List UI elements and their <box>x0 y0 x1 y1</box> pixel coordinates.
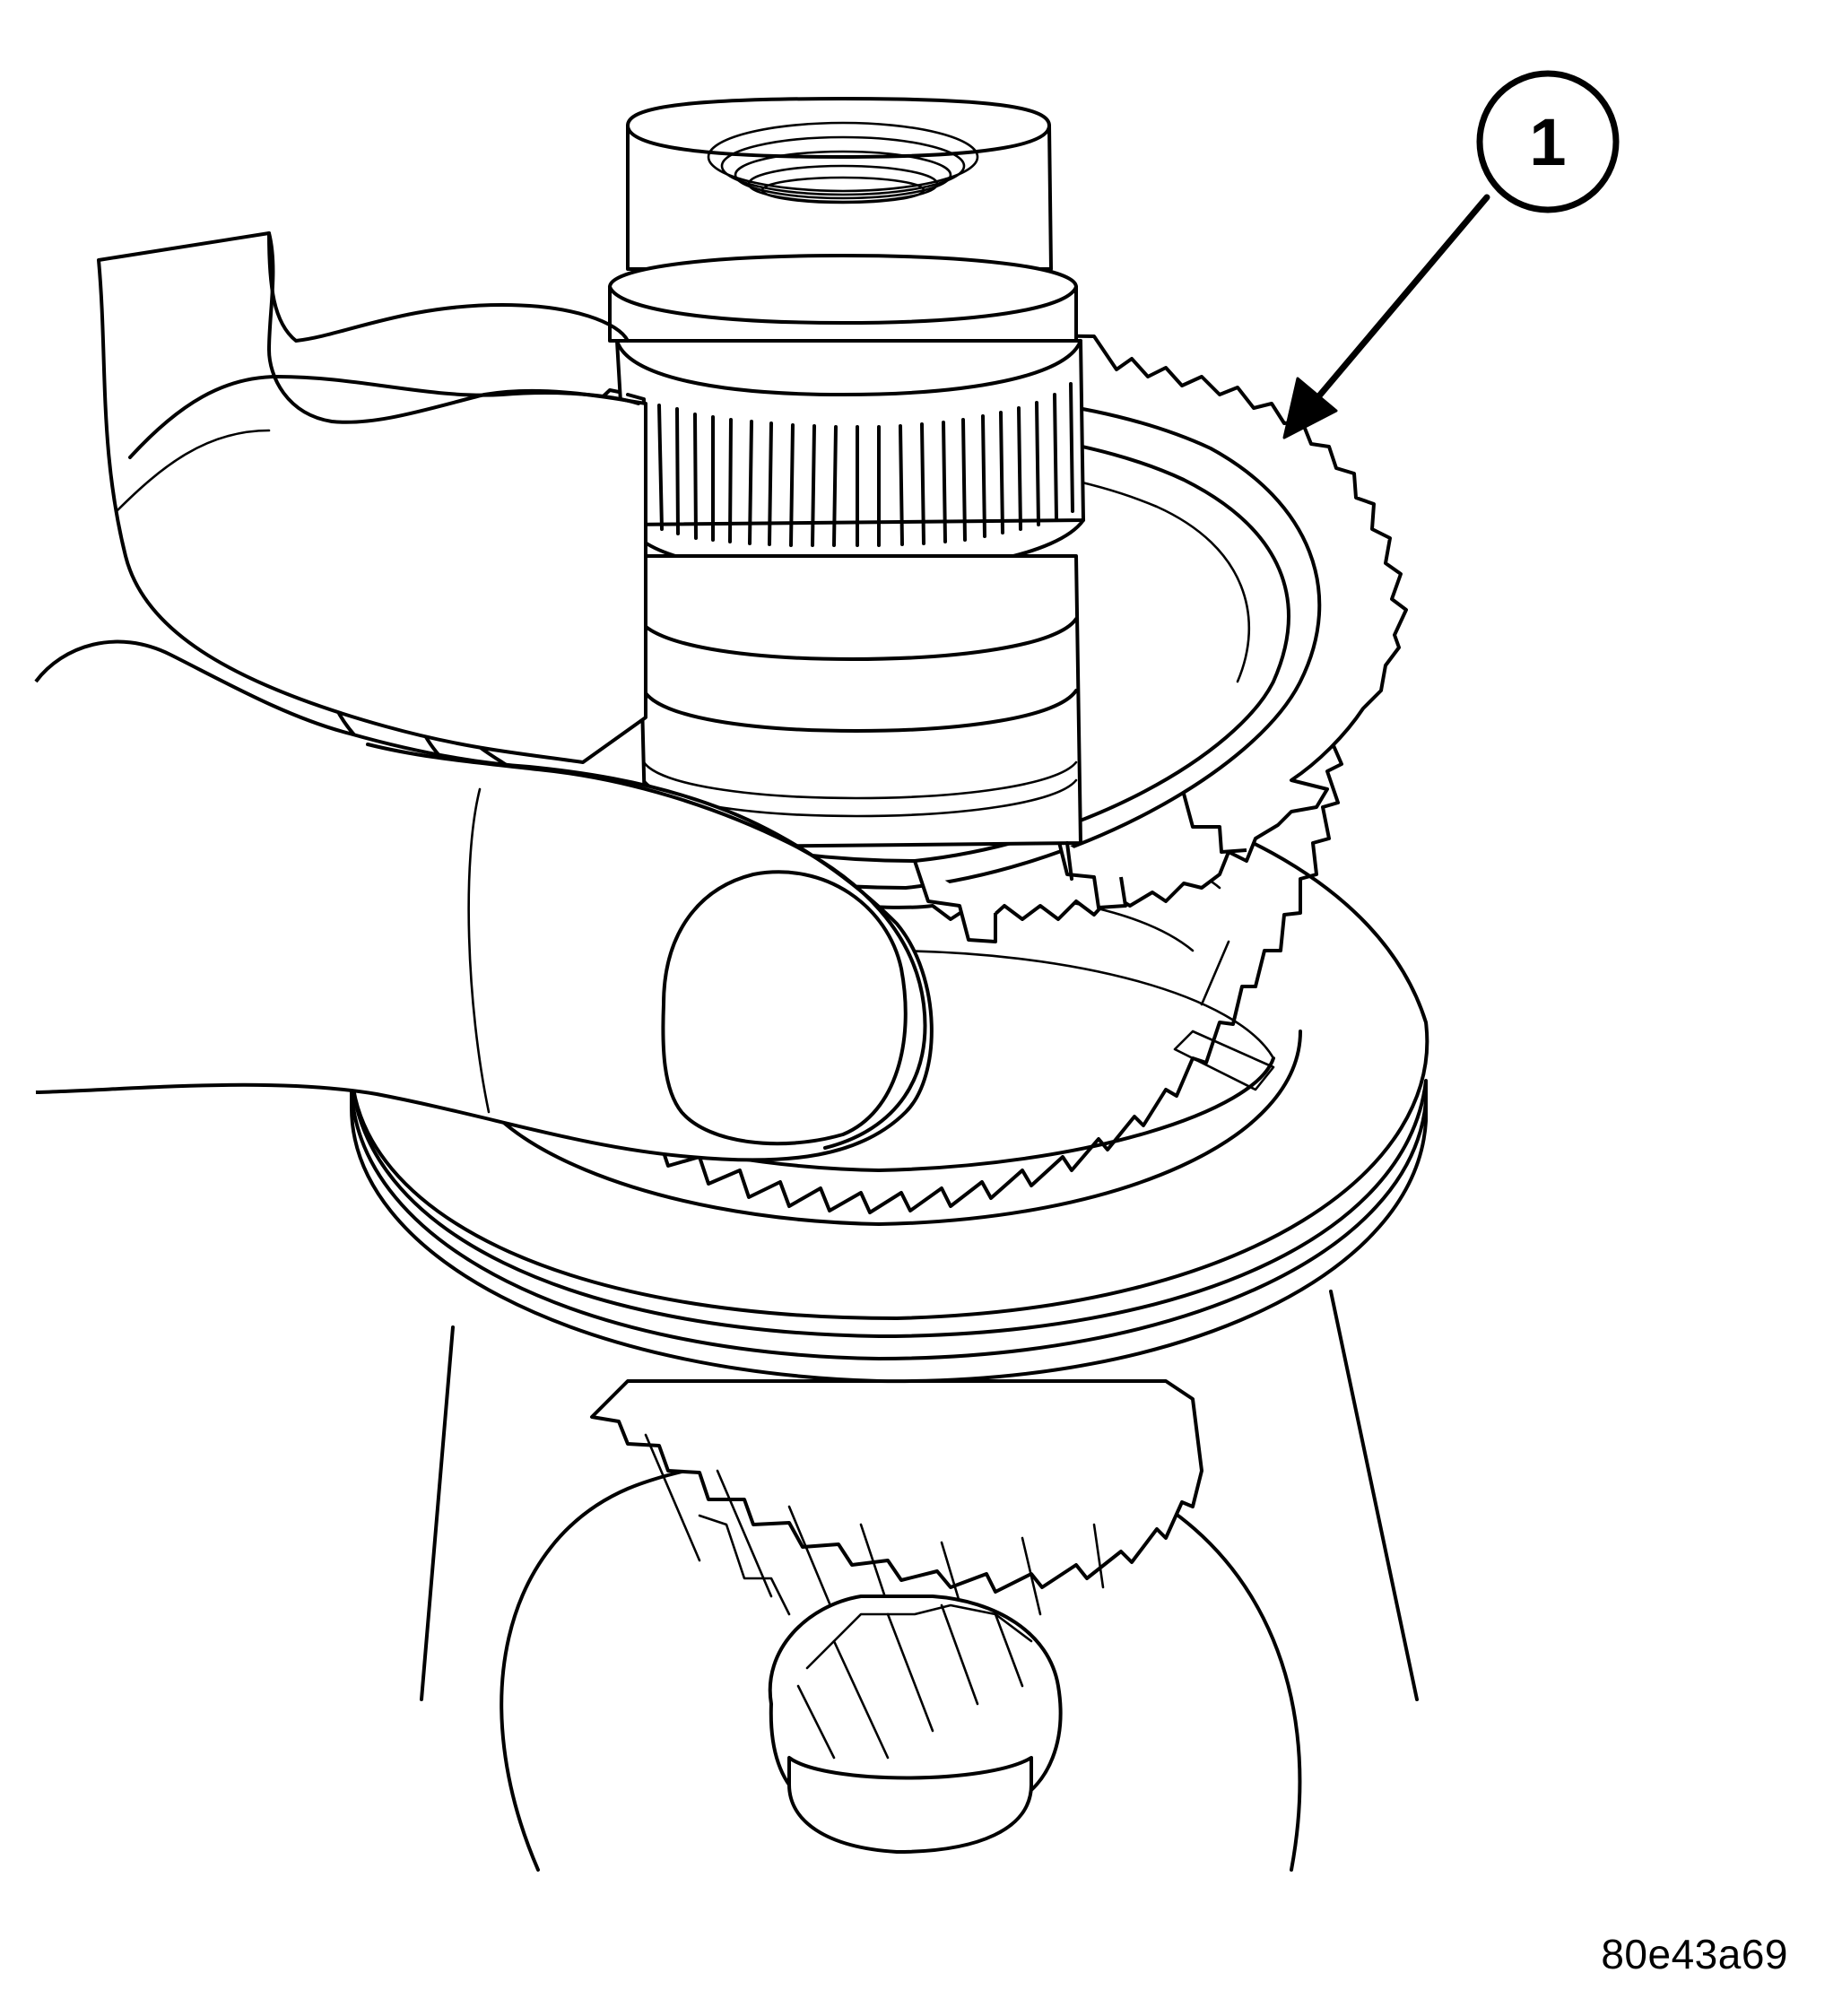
output-shaft <box>608 97 1085 943</box>
figure-id-label: 80e43a69 <box>1601 1931 1788 1977</box>
callout-number: 1 <box>1529 105 1566 179</box>
leader-arrow-icon <box>1282 194 1490 439</box>
helical-gear-cluster <box>590 1379 1203 1854</box>
technician-hand <box>34 231 934 1162</box>
callout-marker: 1 <box>1476 70 1620 213</box>
